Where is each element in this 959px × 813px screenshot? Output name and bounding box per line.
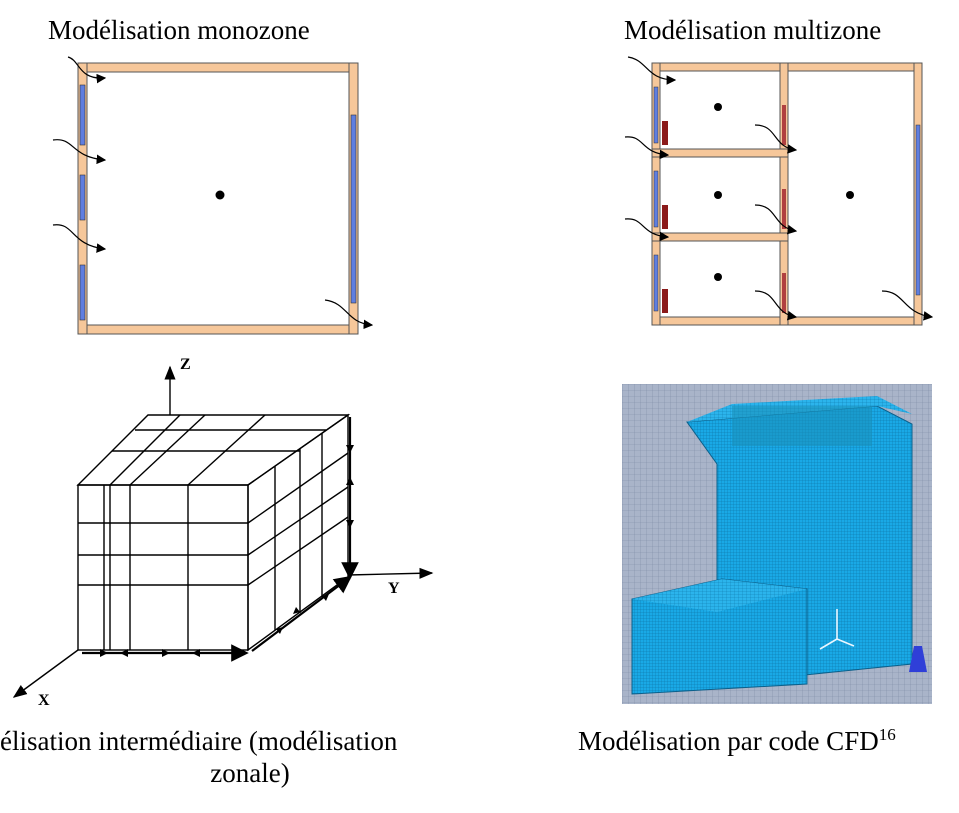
zone-node-3 xyxy=(714,273,722,281)
window-right xyxy=(915,124,921,296)
mesh-base-block xyxy=(631,578,808,695)
monozone-title: Modélisation monozone xyxy=(48,15,310,45)
wall-bottom xyxy=(77,324,359,335)
monozone-diagram xyxy=(52,56,374,335)
door-2 xyxy=(782,189,786,229)
axis-z-label: Z xyxy=(180,356,191,373)
door-1 xyxy=(782,105,786,145)
zone-node-1 xyxy=(714,103,722,111)
axis-y xyxy=(347,567,434,579)
window-left-2 xyxy=(653,170,659,228)
window-right xyxy=(350,114,357,304)
cfd-caption-text: Modélisation par code CFD xyxy=(578,726,879,756)
heater-1 xyxy=(662,121,668,145)
window-left-2 xyxy=(79,174,86,221)
mesh-base-top xyxy=(632,579,807,612)
heater-3 xyxy=(662,289,668,313)
airflow-arrow-3 xyxy=(52,224,107,253)
mesh-cone xyxy=(909,646,927,672)
flow-path-bottom-right xyxy=(251,575,353,652)
cfd-caption-reference: 16 xyxy=(878,725,896,744)
multizone-diagram xyxy=(624,56,934,326)
multizone-title: Modélisation multizone xyxy=(624,15,882,45)
cfd-caption: Modélisation par code CFD16 xyxy=(578,725,896,757)
wall-partition-1 xyxy=(651,148,789,158)
axis-y-label: Y xyxy=(388,580,400,597)
heater-2 xyxy=(662,205,668,229)
wall-partition-2 xyxy=(651,232,789,242)
mesh-roof-detail xyxy=(732,406,872,446)
coordinate-tripod xyxy=(819,609,855,650)
axis-x-label: X xyxy=(38,692,50,705)
cube-right-face xyxy=(247,413,349,652)
airflow-arrow-1 xyxy=(67,56,107,84)
zone-node-2 xyxy=(714,191,722,199)
window-left-3 xyxy=(653,254,659,312)
airflow-arrow-5 xyxy=(754,204,798,235)
zonal-caption: élisation intermédiaire (modélisation zo… xyxy=(0,725,480,790)
airflow-arrow-7 xyxy=(881,290,934,321)
airflow-arrow-4 xyxy=(324,299,374,330)
window-left-3 xyxy=(79,264,86,321)
airflow-arrow-6 xyxy=(754,290,798,321)
cube-top-face xyxy=(76,414,351,486)
airflow-arrow-2 xyxy=(52,139,107,165)
zone-node-4 xyxy=(846,191,854,199)
airflow-arrow-1 xyxy=(627,56,677,85)
zonal-grid-diagram: Z Y X xyxy=(12,356,434,705)
airflow-arrow-3 xyxy=(624,218,670,242)
window-left-1 xyxy=(79,84,86,146)
wall-top xyxy=(77,62,359,73)
zonal-caption-line1: élisation intermédiaire (modélisation xyxy=(0,726,398,756)
airflow-arrow-4 xyxy=(754,124,798,154)
zonal-caption-line2: zonale) xyxy=(210,758,290,789)
door-3 xyxy=(782,273,786,313)
cfd-mesh-image xyxy=(622,384,932,704)
axis-x xyxy=(12,649,79,698)
zone-node xyxy=(215,190,225,200)
airflow-arrow-2 xyxy=(624,136,670,160)
window-left-1 xyxy=(653,86,659,144)
